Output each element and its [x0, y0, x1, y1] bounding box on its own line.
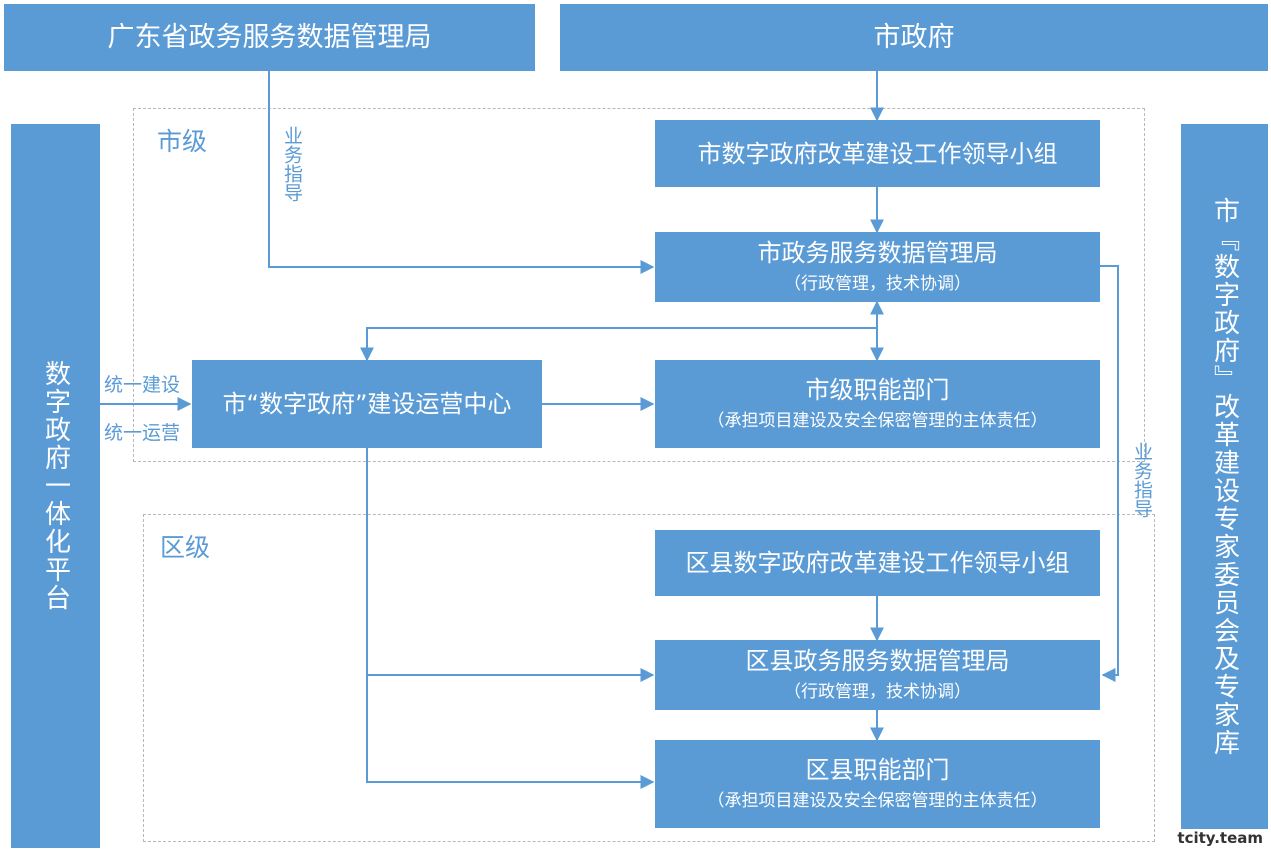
district-bureau-note: （行政管理，技术协调） — [784, 682, 971, 702]
city-departments-box: 市级职能部门 （承担项目建设及安全保密管理的主体责任） — [655, 360, 1100, 448]
province-bureau-box: 广东省政务服务数据管理局 — [4, 4, 535, 71]
district-leading-group-label: 区县数字政府改革建设工作领导小组 — [685, 549, 1070, 577]
digital-government-platform-label: 数字政府一体化平台 — [40, 360, 71, 612]
unified-build-label: 统一建设 — [104, 374, 181, 396]
city-departments-title: 市级职能部门 — [805, 376, 950, 404]
district-bureau-box: 区县政务服务数据管理局 （行政管理，技术协调） — [655, 640, 1100, 710]
city-level-label: 市级 — [157, 127, 208, 156]
edge-ops-center-to-district-departments — [366, 675, 655, 789]
city-bureau-box: 市政务服务数据管理局 （行政管理，技术协调） — [655, 232, 1100, 302]
district-departments-title: 区县职能部门 — [805, 756, 950, 784]
edge-bureau-to-ops-center — [360, 327, 877, 362]
city-government-box: 市政府 — [560, 4, 1268, 71]
business-guidance-label-right: 业务指导 — [1131, 442, 1153, 518]
district-level-label: 区级 — [160, 533, 211, 562]
expert-committee-box: 市『数字政府』改革建设专家委员会及专家库 — [1181, 124, 1268, 829]
province-bureau-label: 广东省政务服务数据管理局 — [107, 21, 432, 53]
city-leading-group-box: 市数字政府改革建设工作领导小组 — [655, 120, 1100, 187]
city-bureau-note: （行政管理，技术协调） — [784, 274, 971, 294]
city-ops-center-label: 市“数字政府”建设运营中心 — [222, 390, 512, 418]
district-departments-note: （承担项目建设及安全保密管理的主体责任） — [707, 791, 1048, 811]
expert-committee-label: 市『数字政府』改革建设专家委员会及专家库 — [1209, 196, 1240, 757]
watermark-text: tcity.team — [1177, 829, 1263, 847]
edge-ops-center-to-district-bureau — [366, 448, 655, 682]
digital-government-platform-box: 数字政府一体化平台 — [11, 124, 100, 848]
district-leading-group-box: 区县数字政府改革建设工作领导小组 — [655, 530, 1100, 596]
unified-operate-label: 统一运营 — [104, 422, 181, 444]
city-government-label: 市政府 — [873, 21, 955, 53]
city-leading-group-label: 市数字政府改革建设工作领导小组 — [697, 139, 1058, 168]
city-departments-note: （承担项目建设及安全保密管理的主体责任） — [707, 411, 1048, 431]
district-departments-box: 区县职能部门 （承担项目建设及安全保密管理的主体责任） — [655, 740, 1100, 828]
district-bureau-title: 区县政务服务数据管理局 — [745, 647, 1010, 675]
district-level-region — [143, 514, 1155, 842]
city-ops-center-box: 市“数字政府”建设运营中心 — [192, 360, 542, 448]
city-bureau-title: 市政务服务数据管理局 — [757, 239, 998, 267]
edge-city-bureau-to-district-bureau — [1100, 265, 1119, 682]
business-guidance-label-top: 业务指导 — [281, 126, 303, 202]
city-level-region — [133, 108, 1145, 462]
edge-province-to-city-bureau — [268, 70, 655, 274]
